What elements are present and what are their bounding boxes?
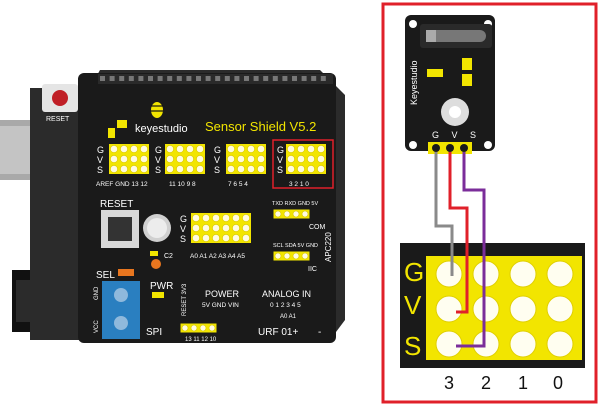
svg-text:V: V: [180, 224, 186, 234]
shield-title: Sensor Shield V5.2: [205, 119, 316, 134]
wire-vcc: [448, 152, 469, 314]
c2-label: C2: [164, 253, 173, 260]
reset-top-label: RESET: [46, 116, 70, 123]
a0a1-label: A0 A1: [280, 314, 297, 320]
col-label-3: 3: [444, 373, 454, 393]
spi-header: [180, 323, 217, 333]
analog-header: [191, 213, 251, 243]
urf-label: URF 01+: [258, 327, 298, 338]
iic-label: IIC: [308, 266, 317, 273]
module-brand: Keyestudio: [409, 60, 419, 105]
analog-row-label: A0 A1 A2 A3 A4 A5: [190, 253, 245, 260]
top-header-pins: [100, 76, 326, 81]
highlight-box: [272, 139, 334, 189]
row-label-v: V: [404, 290, 422, 320]
row-label-s: S: [404, 331, 421, 361]
svg-text:V: V: [277, 155, 283, 165]
analog-in-label: ANALOG IN: [262, 289, 311, 299]
svg-text:G: G: [277, 145, 284, 155]
digital-header-13-12: [109, 144, 149, 174]
col-label-2: 2: [481, 373, 491, 393]
zoom-panel: [381, 2, 598, 404]
spi-pins-label: 13 11 12 10: [185, 337, 217, 343]
reset-label: RESET: [100, 199, 133, 210]
digital-header-11-8: [165, 144, 205, 174]
apc-label: APC220: [324, 232, 333, 262]
minus-label: -: [318, 327, 321, 338]
com-header: [273, 209, 310, 219]
pwr-label: PWR: [150, 281, 173, 292]
wire-gnd: [434, 152, 454, 276]
spi-label: SPI: [146, 327, 162, 338]
d3-0-label: 3 2 1 0: [289, 181, 309, 188]
power-pins-label: 5V GND VIN: [202, 302, 239, 309]
svg-text:S: S: [155, 165, 161, 175]
led: [151, 259, 161, 269]
small-component: [117, 120, 127, 128]
sensor-shield: [78, 73, 336, 343]
com-label: COM: [309, 224, 326, 231]
iic-header: [273, 251, 310, 261]
com-pins-label: TXD RXD GND 5V: [272, 201, 318, 207]
svg-text:G: G: [180, 214, 187, 224]
module-pin-header: [428, 142, 472, 154]
sensor-module: [405, 15, 495, 151]
col-label-0: 0: [553, 373, 563, 393]
module-pins-label: G V S: [432, 130, 481, 140]
svg-text:S: S: [277, 165, 283, 175]
svg-text:S: S: [97, 165, 103, 175]
gnd-label: GND: [94, 286, 100, 300]
digital-header-7-4: [226, 144, 266, 174]
d11-8-label: 11 10 9 8: [169, 181, 196, 188]
col-label-1: 1: [518, 373, 528, 393]
iic-pins-label: SCL SDA 5V GND: [273, 243, 318, 249]
svg-text:S: S: [180, 234, 186, 244]
reset-33-label: RESET 3V3: [182, 283, 188, 316]
zoom-header-grid: [426, 256, 582, 360]
row-label-g: G: [404, 257, 424, 287]
aref-label: AREF GND 13 12: [96, 181, 148, 188]
sel-label: SEL: [96, 270, 115, 281]
svg-text:V: V: [155, 155, 161, 165]
svg-text:G: G: [214, 145, 221, 155]
gvs-label-1: G: [97, 145, 104, 155]
wire-signal: [456, 152, 486, 348]
brand-label: keyestudio: [135, 123, 188, 135]
svg-text:V: V: [214, 155, 220, 165]
analog-pins-label: 0 1 2 3 4 5: [270, 302, 301, 309]
power-label: POWER: [205, 289, 240, 299]
d7-4-label: 7 6 5 4: [228, 181, 248, 188]
vcc-label: VCC: [94, 320, 100, 333]
digital-header-3-0: [286, 144, 326, 174]
keyestudio-logo: [151, 102, 163, 118]
svg-text:V: V: [97, 155, 103, 165]
svg-text:G: G: [155, 145, 162, 155]
svg-text:S: S: [214, 165, 220, 175]
